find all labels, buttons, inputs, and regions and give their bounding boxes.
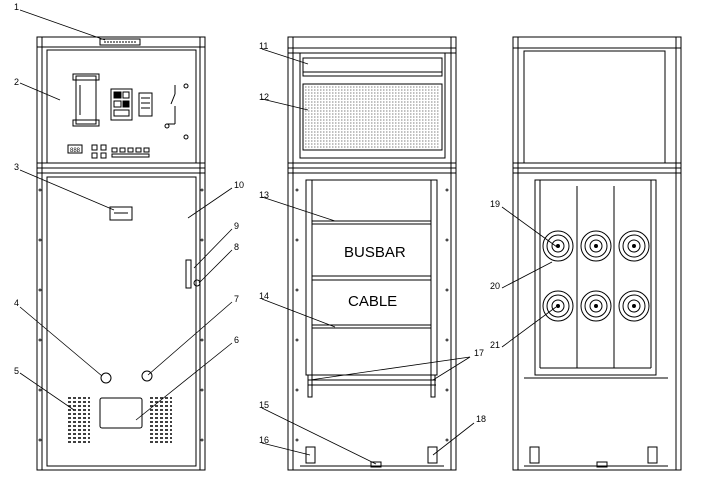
- meter-module: [138, 92, 153, 117]
- callout-21: 21: [490, 340, 500, 350]
- bushing-inner-ring: [627, 299, 641, 313]
- bushing-inner-ring: [589, 299, 603, 313]
- bushing-outer-ring: [542, 230, 574, 262]
- callout-8: 8: [234, 242, 239, 252]
- bushing-center: [594, 244, 598, 248]
- callout-1: 1: [14, 2, 19, 12]
- callout-17: 17: [474, 348, 484, 358]
- bushing-inner-ring: [551, 239, 565, 253]
- callout-7: 7: [234, 294, 239, 304]
- bushing-middle-ring: [546, 234, 570, 258]
- rear-top-cover: [523, 50, 666, 164]
- front-side-holes: [38, 188, 204, 442]
- relay-display-text: 888: [70, 148, 81, 154]
- busbar-cable-compartment: [305, 179, 438, 376]
- indicator-device: [72, 73, 100, 127]
- grounding-bar-left: [305, 446, 316, 464]
- observation-window: [99, 397, 143, 429]
- front-cabinet-outline: [36, 36, 206, 471]
- rear-view-cabinet: [512, 36, 682, 471]
- bushing-inner-ring: [589, 239, 603, 253]
- bushings: [542, 230, 650, 322]
- bushing-middle-ring: [622, 294, 646, 318]
- bushing-middle-ring: [546, 294, 570, 318]
- bushing-inner-ring: [627, 239, 641, 253]
- callout-6: 6: [234, 335, 239, 345]
- bushing-center: [594, 304, 598, 308]
- bushing-compartment: [534, 179, 657, 376]
- bushing-center: [632, 244, 636, 248]
- callout-13: 13: [259, 190, 269, 200]
- bushing-outer-ring: [618, 290, 650, 322]
- bushing-center: [632, 304, 636, 308]
- bushing-inner-ring: [551, 299, 565, 313]
- middle-cabinet-outline: [287, 36, 457, 471]
- operating-hole-right: [141, 370, 153, 382]
- door-label-plate: [109, 206, 133, 221]
- callout-15: 15: [259, 400, 269, 410]
- ventilation-slots: [68, 397, 172, 443]
- callout-2: 2: [14, 77, 19, 87]
- bushing-outer-ring: [542, 290, 574, 322]
- grounding-bar-right: [427, 446, 438, 464]
- callout-10: 10: [234, 180, 244, 190]
- callout-20: 20: [490, 281, 500, 291]
- callout-4: 4: [14, 298, 19, 308]
- grille-mesh: [305, 86, 440, 148]
- callout-14: 14: [259, 291, 269, 301]
- callout-5: 5: [14, 366, 19, 376]
- busbar-chamber: [311, 223, 432, 277]
- operating-hole-left: [100, 372, 112, 384]
- middle-side-holes: [295, 188, 449, 442]
- ventilation-grille: [302, 83, 443, 151]
- callout-19: 19: [490, 199, 500, 209]
- door-lock: [193, 279, 201, 287]
- callout-16: 16: [259, 435, 269, 445]
- bushing-middle-ring: [622, 234, 646, 258]
- callout-9: 9: [234, 221, 239, 231]
- callout-11: 11: [259, 41, 268, 51]
- busbar-label: BUSBAR: [344, 244, 406, 261]
- leader-lines: [19, 9, 558, 465]
- cable-chamber: [311, 279, 432, 326]
- section-view-cabinet: BUSBAR CABLE: [287, 36, 457, 471]
- right-cabinet-outline: [512, 36, 682, 471]
- callout-numbers: 1 2 3 4 5 6 7 8 9 10 11 12 13 14 15 16 1…: [14, 2, 500, 445]
- bushing-middle-ring: [584, 294, 608, 318]
- callout-12: 12: [259, 92, 269, 102]
- callout-18: 18: [476, 414, 486, 424]
- bushing-outer-ring: [618, 230, 650, 262]
- top-compartment: [299, 52, 446, 159]
- door-handle: [185, 259, 192, 289]
- front-view-cabinet: 888: [36, 36, 206, 471]
- cable-label: CABLE: [348, 293, 397, 310]
- switch-symbol: [164, 83, 189, 140]
- bushing-outer-ring: [580, 290, 612, 322]
- bushing-center: [556, 244, 560, 248]
- bushing-middle-ring: [584, 234, 608, 258]
- bushing-outer-ring: [580, 230, 612, 262]
- panel-buttons: 888: [67, 144, 150, 159]
- bushing-center: [556, 304, 560, 308]
- relay-module: [110, 88, 133, 121]
- callout-3: 3: [14, 162, 19, 172]
- front-door: [46, 176, 197, 467]
